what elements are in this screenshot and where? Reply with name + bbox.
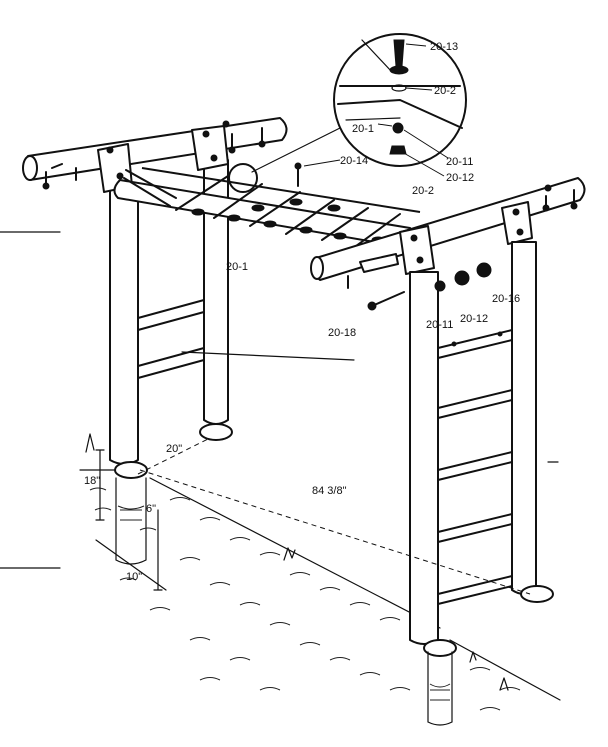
label-2012-inset: 20-12 [446, 172, 474, 184]
washer-2012 [454, 270, 470, 286]
hardware-right [367, 262, 492, 311]
right-rear-fitting [501, 201, 533, 245]
label-2014: 20-14 [340, 155, 368, 167]
side-rail-front [113, 179, 416, 249]
label-2011: 20-11 [426, 319, 453, 331]
dimension-lines [0, 231, 559, 595]
right-end-rungs [437, 329, 513, 605]
label-2016: 20-16 [492, 293, 520, 305]
dim-hole-width-label: 10" [126, 571, 142, 583]
dimension-labels: 20" 84 3/8" 18" 6" 10" [84, 443, 347, 583]
label-2012: 20-12 [460, 313, 488, 325]
left-end-rungs [137, 299, 205, 379]
overhead-ladder [113, 167, 421, 249]
concrete-depth-dim [153, 509, 163, 591]
dim-hole-depth-label: 18" [84, 475, 100, 487]
label-201: 20-1 [226, 261, 248, 273]
hole-depth-dim [95, 449, 105, 521]
overhead-rungs [175, 175, 401, 247]
dim-length-label: 84 3/8" [312, 485, 347, 497]
inset-bolt [393, 39, 405, 67]
label-2-inset: 20-2 [434, 85, 456, 97]
label-2013: 20-13 [430, 41, 458, 53]
detail-inset-circle [333, 33, 467, 167]
right-front-fitting [399, 225, 435, 275]
part-labels: 20-13 20-2 20-1 20-11 20-12 20-14 20-2 2… [226, 41, 520, 339]
cap-2016 [476, 262, 492, 278]
right-rear-collar [520, 585, 554, 603]
depth-dim-line [137, 437, 211, 475]
dim-concrete-depth-label: 6" [146, 503, 156, 515]
label-2011-inset: 20-11 [446, 156, 473, 168]
dim-depth-label: 20" [166, 443, 182, 455]
left-rear-collar [199, 423, 233, 441]
left-rear-fitting [191, 125, 229, 171]
bolt-2014 [294, 159, 341, 187]
label-201-inset: 20-1 [352, 123, 374, 135]
bolt-2018 [371, 291, 405, 307]
right-end-frame [310, 177, 586, 726]
ground-soil [79, 433, 561, 711]
nut-2011 [434, 280, 446, 292]
detail-inset [228, 33, 467, 193]
label-2018: 20-18 [328, 327, 356, 339]
left-front-leg [109, 189, 139, 465]
label-202: 20-2 [412, 185, 434, 197]
